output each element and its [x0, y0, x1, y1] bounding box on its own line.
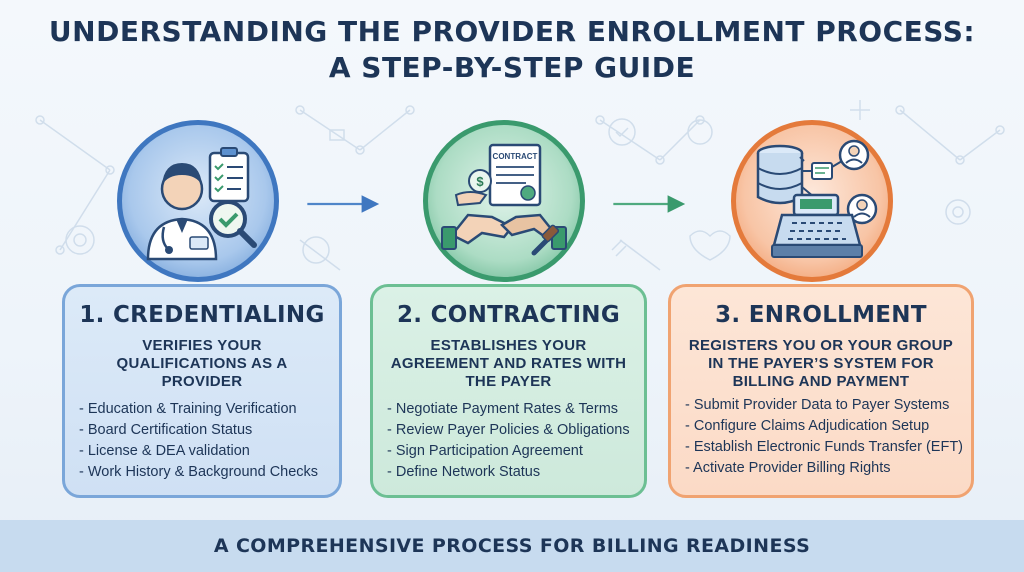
list-item: - Activate Provider Billing Rights — [685, 460, 891, 476]
svg-text:$: $ — [476, 174, 484, 189]
list-item: - Review Payer Policies & Obligations — [387, 422, 630, 438]
credentialing-title: 1. CREDENTIALING — [79, 302, 325, 328]
enrollment-circle — [731, 120, 893, 282]
credentialing-list: - Education & Training Verification - Bo… — [79, 399, 325, 483]
enrollment-card: 3. ENROLLMENT REGISTERS YOU OR YOUR GROU… — [668, 284, 974, 498]
enrollment-title: 3. ENROLLMENT — [715, 302, 927, 328]
list-item: - Submit Provider Data to Payer Systems — [685, 397, 950, 413]
title-line-1: UNDERSTANDING THE PROVIDER ENROLLMENT PR… — [48, 15, 976, 48]
contract-handshake-icon: CONTRACT $ — [441, 143, 567, 256]
credentialing-circle — [117, 120, 279, 282]
contract-label: CONTRACT — [493, 152, 538, 161]
arrow-2-to-3-icon — [613, 195, 686, 213]
page-title: UNDERSTANDING THE PROVIDER ENROLLMENT PR… — [0, 14, 1024, 86]
contracting-card: 2. CONTRACTING ESTABLISHES YOUR AGREEMEN… — [370, 284, 647, 498]
enrollment-subtitle: REGISTERS YOU OR YOUR GROUP IN THE PAYER… — [688, 337, 954, 390]
contracting-title: 2. CONTRACTING — [396, 302, 621, 328]
list-item: - Establish Electronic Funds Transfer (E… — [685, 439, 963, 455]
list-item: - License & DEA validation — [79, 443, 250, 459]
contracting-circle: CONTRACT $ — [423, 120, 585, 282]
list-item: - Sign Participation Agreement — [387, 443, 583, 459]
doctor-checklist-icon — [146, 147, 257, 261]
contracting-list: - Negotiate Payment Rates & Terms - Revi… — [387, 399, 630, 483]
title-line-2: A STEP-BY-STEP GUIDE — [328, 51, 696, 84]
contracting-subtitle: ESTABLISHES YOUR AGREEMENT AND RATES WIT… — [390, 337, 627, 390]
database-register-icon — [756, 139, 878, 258]
enrollment-list: - Submit Provider Data to Payer Systems … — [685, 395, 963, 479]
footer-text: A COMPREHENSIVE PROCESS FOR BILLING READ… — [213, 535, 811, 557]
list-item: - Board Certification Status — [79, 422, 253, 438]
list-item: - Configure Claims Adjudication Setup — [685, 418, 930, 434]
list-item: - Define Network Status — [387, 464, 541, 480]
arrow-1-to-2-icon — [307, 195, 380, 213]
credentialing-subtitle: VERIFIES YOUR QUALIFICATIONS AS A PROVID… — [116, 337, 288, 390]
list-item: - Education & Training Verification — [79, 401, 297, 417]
list-item: - Work History & Background Checks — [79, 464, 319, 480]
list-item: - Negotiate Payment Rates & Terms — [387, 401, 619, 417]
credentialing-card: 1. CREDENTIALING VERIFIES YOUR QUALIFICA… — [62, 284, 342, 498]
footer-banner: A COMPREHENSIVE PROCESS FOR BILLING READ… — [0, 520, 1024, 572]
